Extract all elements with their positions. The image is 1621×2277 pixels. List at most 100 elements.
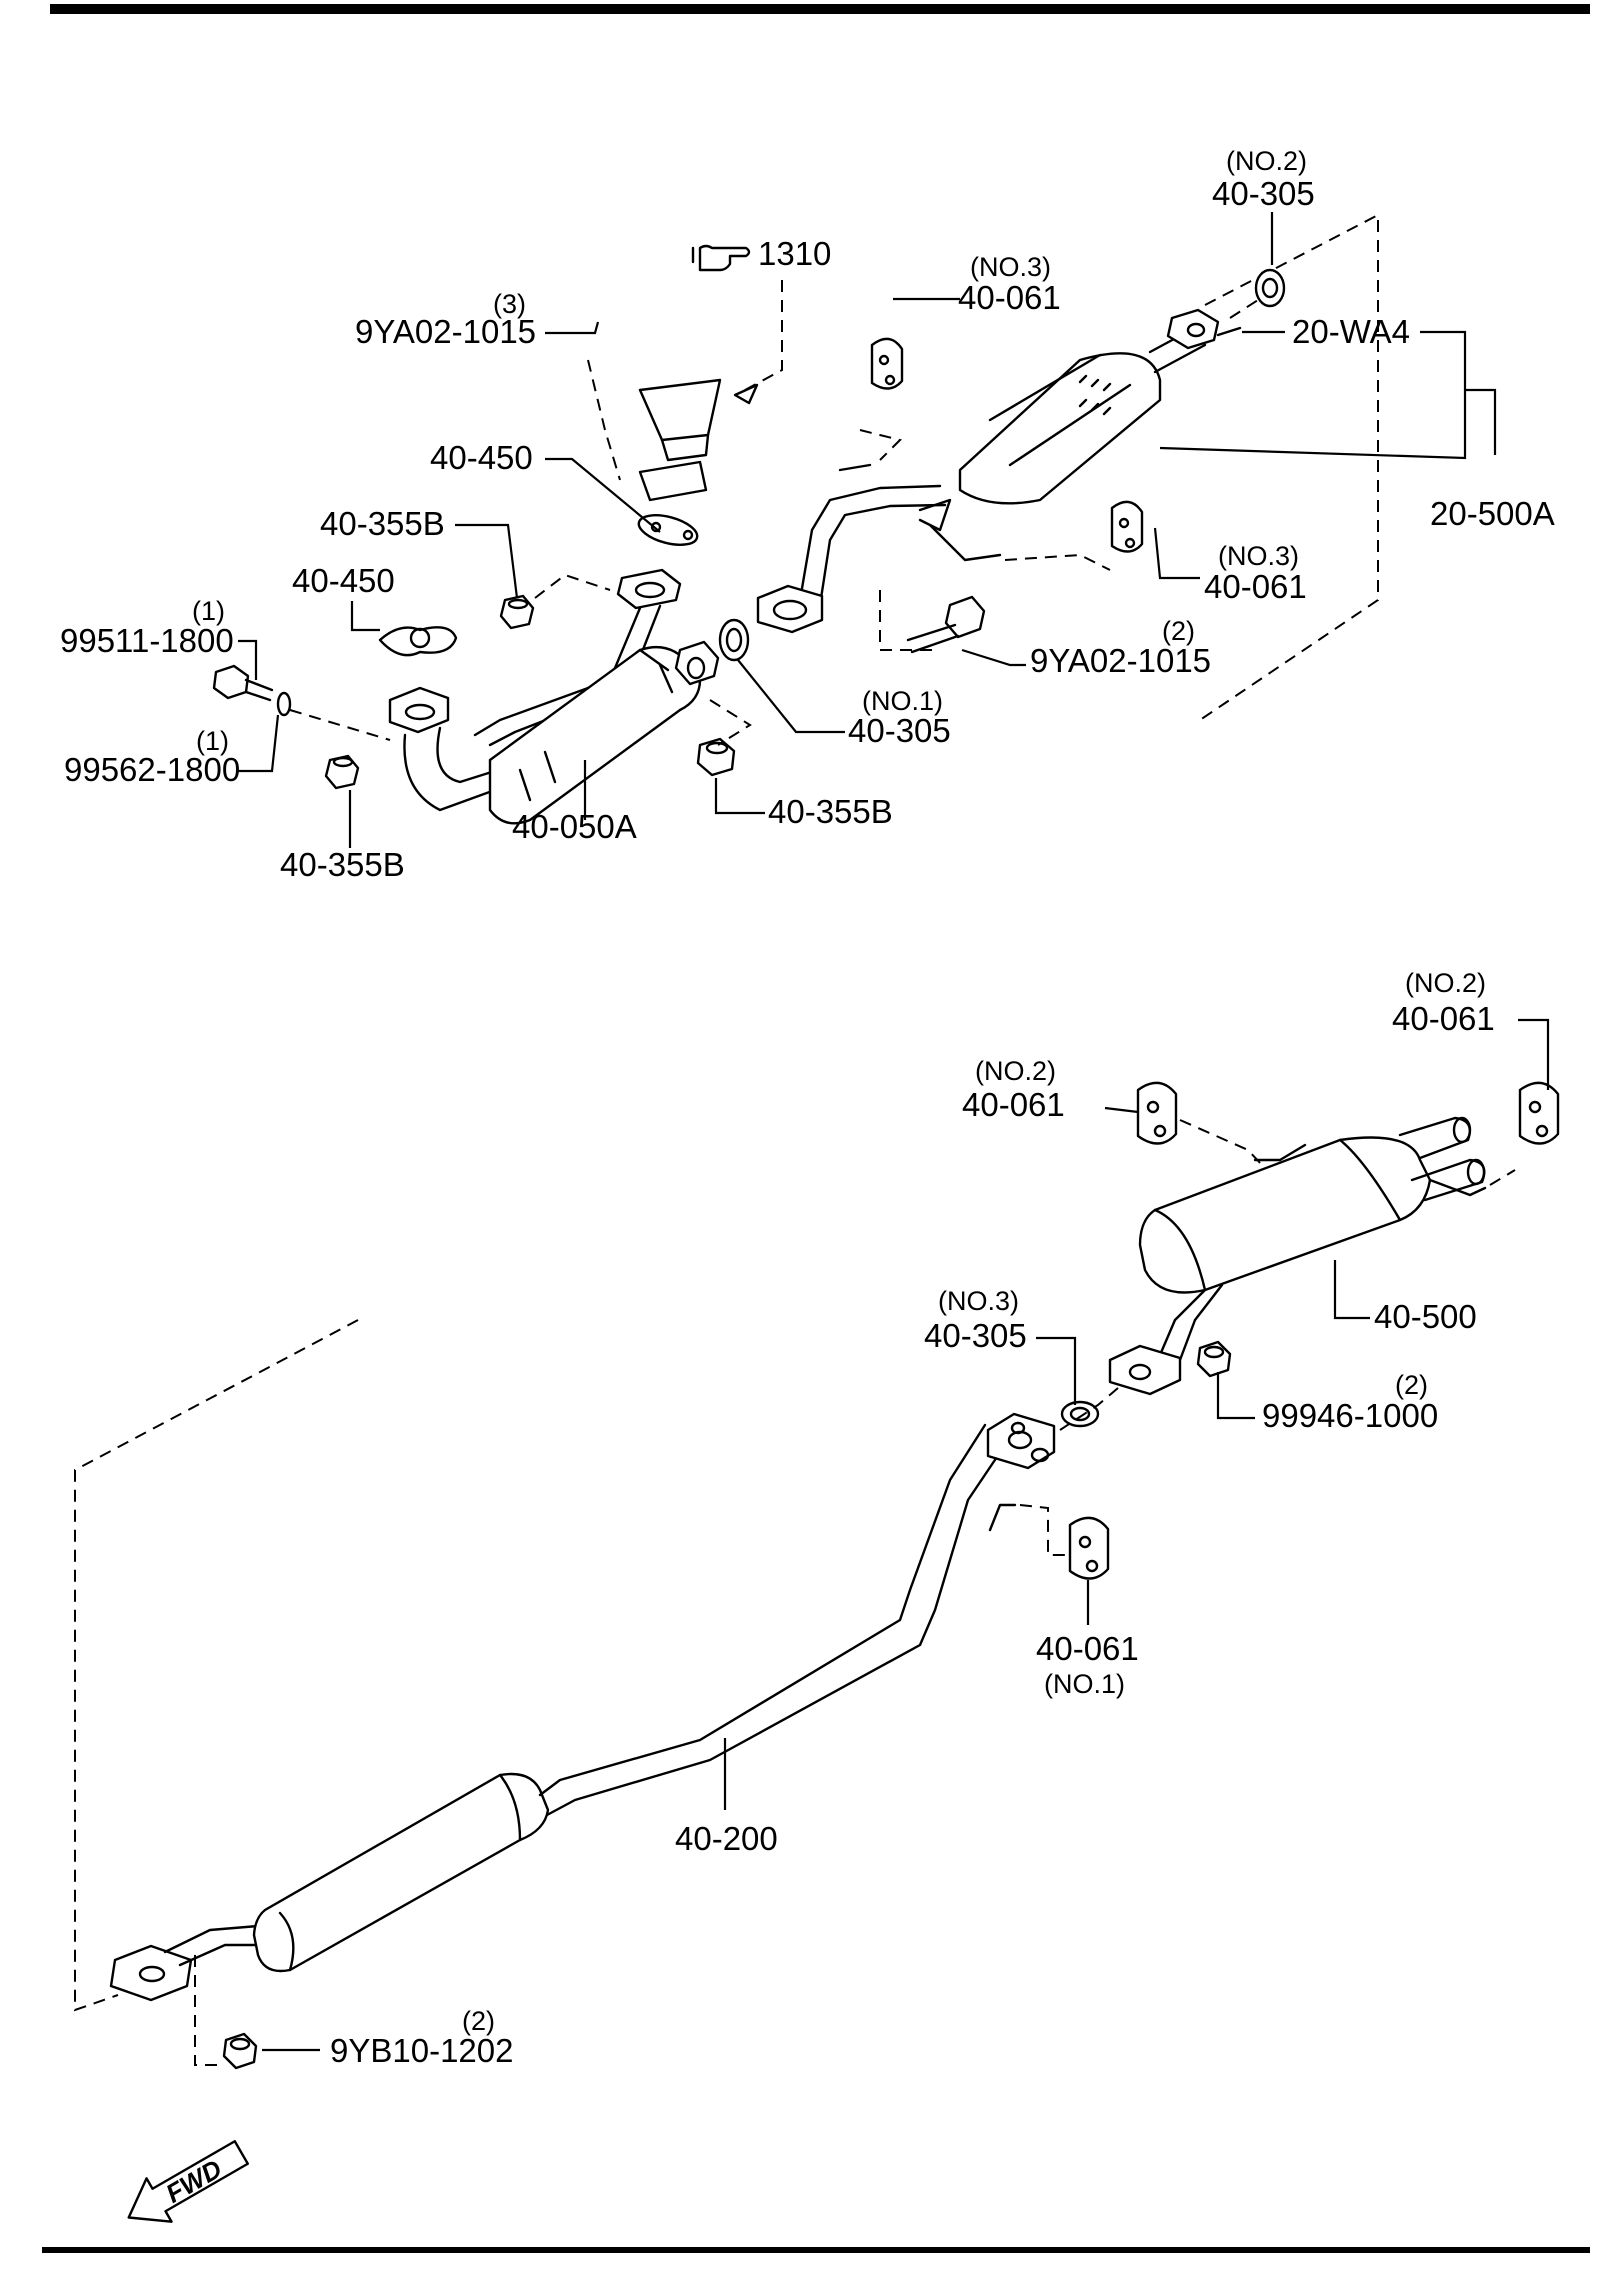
label-p13[interactable]: (NO.3) 40-061 (1204, 541, 1307, 605)
label-p8[interactable]: 40-050A (512, 808, 637, 845)
nut-muffler (1196, 1340, 1232, 1378)
label-p19[interactable]: 40-500 (1374, 1298, 1477, 1335)
part-number-p1: 9YA02-1015 (355, 313, 536, 350)
qty-p10: (NO.1) (862, 686, 943, 716)
part-number-p14: 40-305 (1212, 175, 1315, 212)
bottom-border (42, 2247, 1590, 2253)
label-p24[interactable]: (2) 9YB10-1202 (330, 2006, 513, 2069)
top-border (50, 4, 1590, 14)
label-p9[interactable]: 40-355B (768, 793, 893, 830)
converter-dash-box (1199, 213, 1379, 721)
upper-dash-2 (534, 573, 611, 599)
ring-gasket-no2 (1254, 268, 1286, 308)
part-number-p15: 20-WA4 (1292, 313, 1410, 350)
lower-dash-frame (74, 1319, 359, 2012)
label-p18[interactable]: (NO.2) 40-061 (1392, 968, 1495, 1037)
hanger-no2-a (1136, 1081, 1178, 1145)
qty-p14: (NO.2) (1226, 146, 1307, 176)
leader-lines (238, 212, 1550, 2052)
left-bolt-dash (289, 709, 391, 741)
gasket-no3-dash (1059, 1387, 1119, 1431)
qty-p5: (1) (192, 596, 225, 626)
label-p22[interactable]: 40-061 (NO.1) (1036, 1630, 1139, 1699)
label-p7[interactable]: 40-355B (280, 846, 405, 883)
nut-9yb-dash (194, 1955, 222, 2066)
hanger-no1-dash (1019, 1504, 1068, 1556)
label-p14[interactable]: (NO.2) 40-305 (1212, 146, 1315, 212)
part-number-p11: 9YA02-1015 (1030, 642, 1211, 679)
reference-1310[interactable]: 1310 (691, 235, 831, 272)
part-number-p22: 40-061 (1036, 1630, 1139, 1667)
label-p12[interactable]: (NO.3) 40-061 (958, 252, 1061, 316)
front-pipe-dash (709, 699, 752, 746)
gasket-no2-dash (1229, 299, 1259, 319)
part-number-p20: 40-305 (924, 1317, 1027, 1354)
nut-upper (499, 594, 535, 630)
hanger-no3-b (1110, 500, 1144, 553)
bolt-left (212, 664, 274, 702)
front-pipe-assembly (388, 568, 720, 825)
hanger-no3-a (870, 337, 904, 390)
qty-p17: (NO.2) (975, 1056, 1056, 1086)
ref-arrowhead (733, 383, 759, 405)
center-pipe (109, 1412, 1056, 2002)
muffler (1108, 1116, 1487, 1396)
qty-p1: (3) (493, 289, 526, 319)
part-number-p23: 40-200 (675, 1820, 778, 1857)
label-p6[interactable]: (1) 99562-1800 (64, 726, 240, 788)
washer-left (276, 691, 292, 717)
qty-p20: (NO.3) (938, 1286, 1019, 1316)
label-p21[interactable]: (2) 99946-1000 (1262, 1370, 1438, 1434)
hanger-no3-a-dash (859, 429, 902, 461)
part-number-p18: 40-061 (1392, 1000, 1495, 1037)
qty-p11: (2) (1162, 616, 1195, 646)
nut-lower (696, 737, 736, 777)
gasket-left (378, 626, 458, 657)
part-number-p19: 40-500 (1374, 1298, 1477, 1335)
part-number-p8: 40-050A (512, 808, 637, 845)
qty-p6: (1) (196, 726, 229, 756)
qty-p22: (NO.1) (1044, 1669, 1125, 1699)
label-p17[interactable]: (NO.2) 40-061 (962, 1056, 1065, 1123)
ring-gasket-no3 (1060, 1400, 1100, 1428)
hanger-no3-b-dash (1004, 553, 1111, 571)
part-number-p17: 40-061 (962, 1086, 1065, 1123)
part-number-p5: 99511-1800 (60, 622, 234, 659)
qty-p18: (NO.2) (1405, 968, 1486, 998)
label-p4[interactable]: 40-450 (292, 562, 395, 599)
qty-p24: (2) (462, 2006, 495, 2036)
label-p2[interactable]: 40-450 (430, 439, 533, 476)
label-p5[interactable]: (1) 99511-1800 (60, 596, 234, 659)
qty-p13: (NO.3) (1218, 541, 1299, 571)
part-number-p21: 99946-1000 (1262, 1397, 1438, 1434)
part-number-p16: 20-500A (1430, 495, 1555, 532)
part-number-p4: 40-450 (292, 562, 395, 599)
reference-label: 1310 (758, 235, 831, 272)
hand-pointer-icon (691, 244, 751, 272)
qty-p12: (NO.3) (970, 252, 1051, 282)
hanger-no2-a-dash (1179, 1119, 1263, 1166)
bolt-11-dash (879, 590, 940, 651)
nut-front (222, 2032, 258, 2070)
ring-gasket-no1 (718, 618, 750, 662)
label-p10[interactable]: (NO.1) 40-305 (848, 686, 951, 749)
qty-p21: (2) (1395, 1370, 1428, 1400)
label-p3[interactable]: 40-355B (320, 505, 445, 542)
label-p11[interactable]: (2) 9YA02-1015 (1030, 616, 1211, 679)
label-p15[interactable]: 20-WA4 (1292, 313, 1410, 350)
part-number-p12: 40-061 (958, 279, 1061, 316)
nut-left (324, 754, 360, 790)
forward-arrow-icon: FWD (127, 2140, 249, 2223)
label-p1[interactable]: (3) 9YA02-1015 (355, 289, 536, 350)
hanger-no2-b-dash (1489, 1169, 1516, 1186)
part-labels: (3) 9YA02-1015 40-450 40-355B 40-450 (1)… (60, 146, 1555, 2069)
part-number-p10: 40-305 (848, 712, 951, 749)
ref-dash (744, 280, 783, 391)
label-p16[interactable]: 20-500A (1430, 495, 1555, 532)
label-p20[interactable]: (NO.3) 40-305 (924, 1286, 1027, 1354)
gasket-upper (637, 514, 699, 546)
label-p23[interactable]: 40-200 (675, 1820, 778, 1857)
part-number-p24: 9YB10-1202 (330, 2032, 513, 2069)
catalytic-converter (756, 308, 1242, 634)
